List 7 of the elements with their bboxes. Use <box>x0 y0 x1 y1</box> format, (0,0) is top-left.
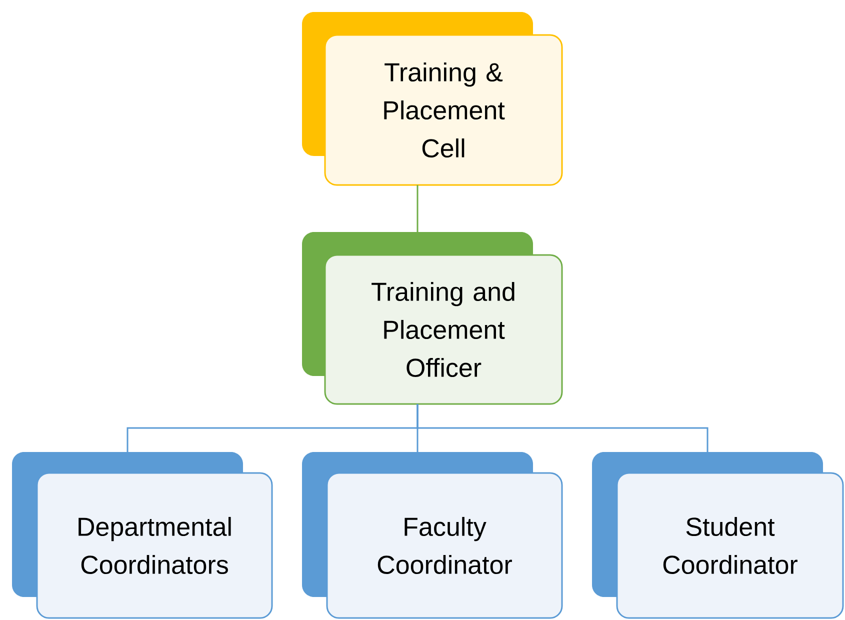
connector-line <box>416 185 418 232</box>
org-box: Training & Placement Cell <box>302 12 563 186</box>
connector-line <box>416 404 708 452</box>
org-box: Student Coordinator <box>592 452 844 619</box>
org-box: Training and Placement Officer <box>302 232 563 405</box>
org-box: Departmental Coordinators <box>12 452 273 619</box>
org-box: Faculty Coordinator <box>302 452 563 619</box>
